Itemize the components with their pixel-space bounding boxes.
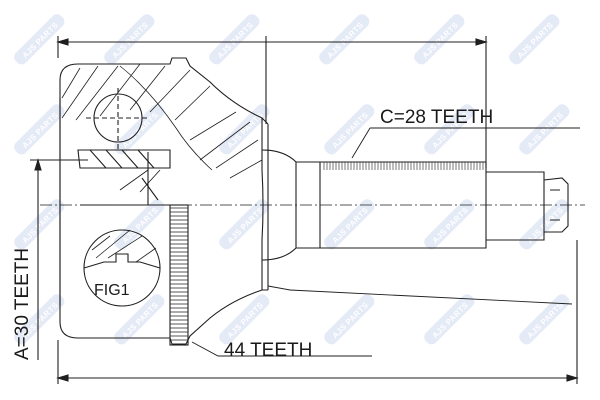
label-spline-outer: C=28 TEETH [380, 107, 493, 128]
svg-text:AJS PARTS: AJS PARTS [431, 300, 471, 340]
watermark-logo: AJS PARTS [219, 104, 270, 155]
watermark-logo: AJS PARTS [324, 104, 375, 155]
svg-text:AJS PARTS: AJS PARTS [21, 20, 61, 60]
svg-text:AJS PARTS: AJS PARTS [226, 300, 266, 340]
watermark-logo: AJS PARTS [114, 294, 165, 345]
watermark-logo: AJS PARTS [324, 294, 375, 345]
label-fig1: FIG1 [94, 282, 130, 299]
svg-text:AJS PARTS: AJS PARTS [216, 20, 256, 60]
watermark-logo: AJS PARTS [319, 14, 370, 65]
watermark-logo: AJS PARTS [209, 14, 260, 65]
shaft-spline-teeth [323, 162, 484, 170]
watermark-logo: AJS PARTS [509, 14, 560, 65]
svg-text:AJS PARTS: AJS PARTS [331, 110, 371, 150]
svg-text:AJS PARTS: AJS PARTS [121, 205, 161, 245]
svg-text:AJS PARTS: AJS PARTS [111, 20, 151, 60]
svg-text:AJS PARTS: AJS PARTS [331, 205, 371, 245]
watermark-logo: AJS PARTS [219, 294, 270, 345]
watermark-logo: AJS PARTS [414, 14, 465, 65]
label-spline-inner: A=30 TEETH [12, 248, 33, 360]
watermark-logo: AJS PARTS [14, 14, 65, 65]
svg-text:AJS PARTS: AJS PARTS [421, 20, 461, 60]
svg-text:AJS PARTS: AJS PARTS [526, 205, 566, 245]
svg-text:AJS PARTS: AJS PARTS [226, 205, 266, 245]
svg-text:AJS PARTS: AJS PARTS [326, 20, 366, 60]
hatched-section-upper [61, 63, 263, 179]
cv-joint-drawing [30, 36, 585, 384]
inner-spline-dimension [30, 158, 88, 360]
watermark-logo: AJS PARTS [519, 104, 570, 155]
watermark-logo: AJS PARTS [424, 294, 475, 345]
bell-housing [59, 57, 269, 345]
svg-text:AJS PARTS: AJS PARTS [516, 20, 556, 60]
svg-text:AJS PARTS: AJS PARTS [21, 110, 61, 150]
abs-ring-teeth [170, 207, 188, 341]
leader-lines [119, 127, 580, 357]
watermark-logo: AJS PARTS [519, 294, 570, 345]
svg-text:AJS PARTS: AJS PARTS [526, 110, 566, 150]
svg-text:AJS PARTS: AJS PARTS [526, 300, 566, 340]
overall-length-dimension [56, 36, 488, 168]
watermark-logo: AJS PARTS [104, 14, 155, 65]
svg-text:AJS PARTS: AJS PARTS [431, 205, 471, 245]
inner-race [80, 152, 175, 206]
abs-ring [169, 204, 189, 346]
watermark-logo: AJS PARTS [14, 104, 65, 155]
bottom-dimension [56, 240, 579, 384]
svg-text:AJS PARTS: AJS PARTS [21, 205, 61, 245]
svg-text:AJS PARTS: AJS PARTS [331, 300, 371, 340]
fig1-circle [83, 229, 161, 307]
svg-text:AJS PARTS: AJS PARTS [121, 110, 161, 150]
label-abs-ring: 44 TEETH [224, 340, 312, 361]
watermark-logo: AJS PARTS [14, 199, 65, 250]
output-shaft [261, 149, 569, 261]
